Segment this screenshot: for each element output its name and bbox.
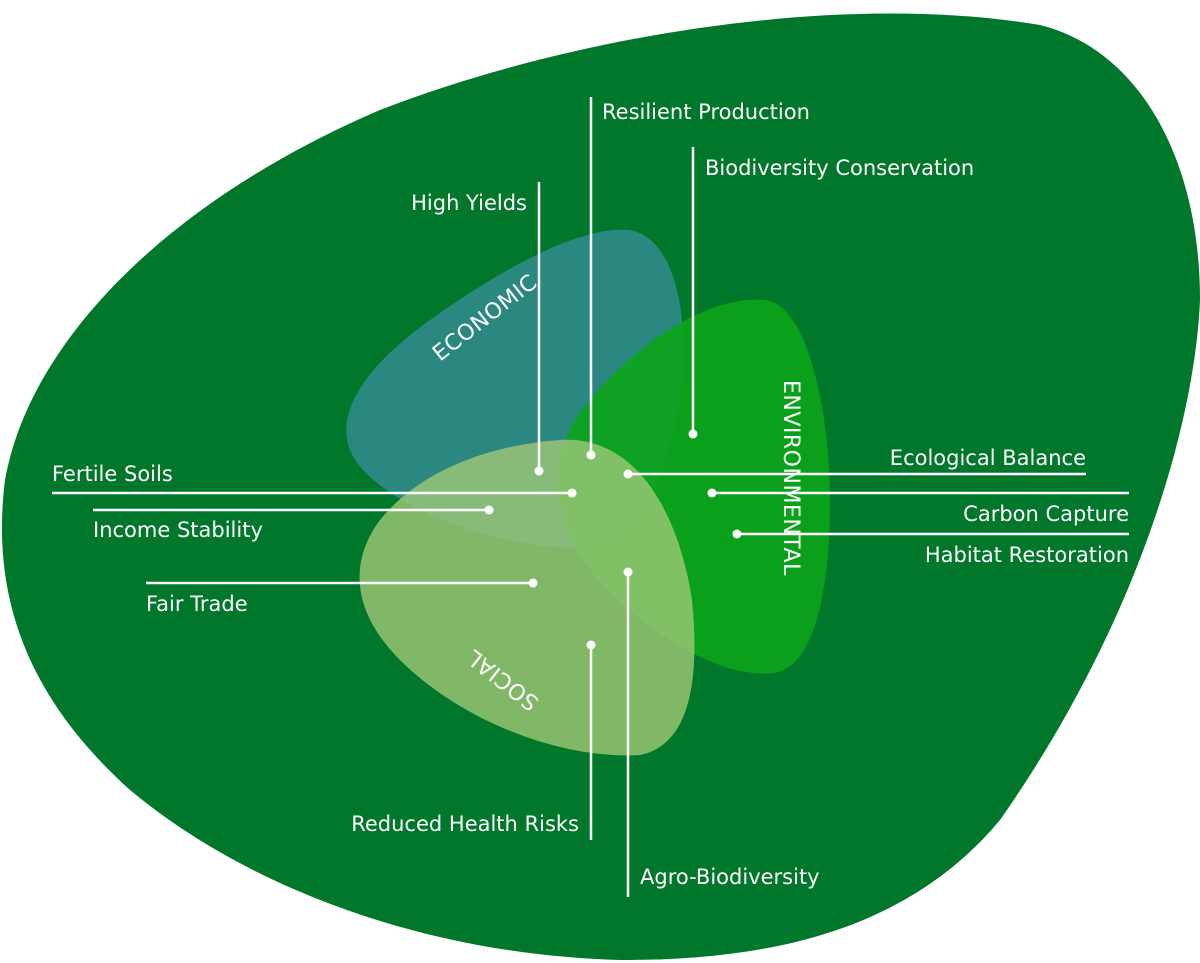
marker-carbon-capture <box>707 488 717 498</box>
social-petal <box>359 439 695 756</box>
marker-habitat-restoration <box>732 529 742 539</box>
label-fertile-soils: Fertile Soils <box>52 462 173 486</box>
marker-fertile-soils <box>567 488 577 498</box>
marker-reduced-health-risks <box>586 640 596 650</box>
label-income-stability: Income Stability <box>93 518 263 542</box>
marker-biodiversity-conservation <box>688 429 698 439</box>
marker-high-yields <box>534 466 544 476</box>
label-habitat-restoration: Habitat Restoration <box>925 543 1129 567</box>
label-fair-trade: Fair Trade <box>146 592 248 616</box>
marker-fair-trade <box>528 578 538 588</box>
marker-ecological-balance <box>623 469 633 479</box>
label-biodiversity-conservation: Biodiversity Conservation <box>705 156 974 180</box>
marker-resilient-production <box>586 450 596 460</box>
label-agro-biodiversity: Agro-Biodiversity <box>640 865 820 889</box>
marker-agro-biodiversity <box>623 567 633 577</box>
label-reduced-health-risks: Reduced Health Risks <box>351 812 579 836</box>
label-ecological-balance: Ecological Balance <box>890 446 1086 470</box>
label-resilient-production: Resilient Production <box>602 100 810 124</box>
label-carbon-capture: Carbon Capture <box>963 502 1129 526</box>
marker-income-stability <box>484 505 494 515</box>
category-environmental: ENVIRONMENTAL <box>778 380 803 576</box>
label-high-yields: High Yields <box>411 191 527 215</box>
